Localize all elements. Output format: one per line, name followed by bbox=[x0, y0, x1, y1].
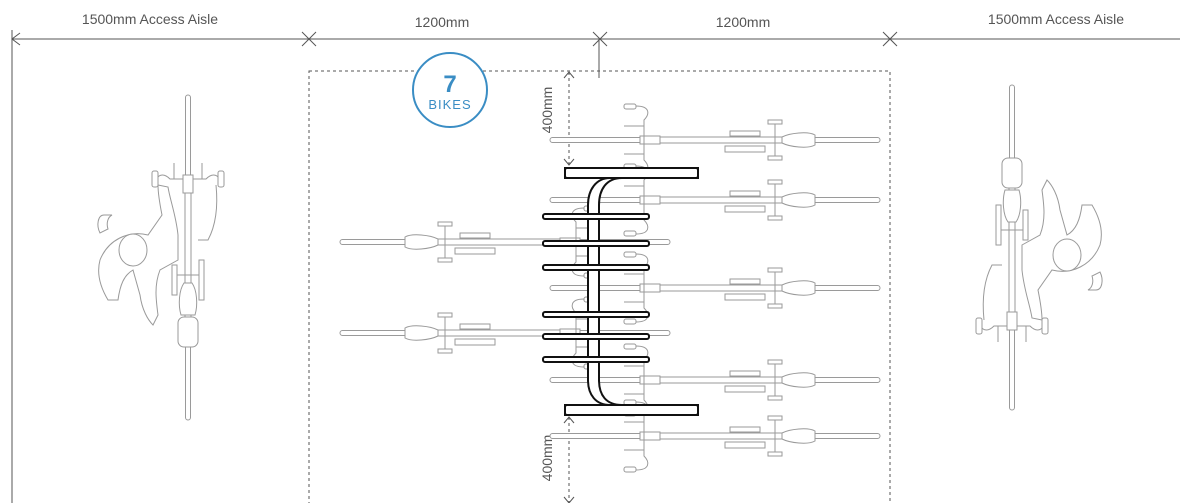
bottom-clearance-label: 400mm bbox=[539, 435, 555, 482]
cyclist-icon bbox=[975, 84, 1103, 411]
top-clearance-label: 400mm bbox=[539, 87, 555, 134]
right-aisle-dimension-label: 1500mm Access Aisle bbox=[988, 11, 1124, 27]
bottom-clearance-dimension bbox=[563, 416, 575, 503]
left-bay-dimension-label: 1200mm bbox=[415, 14, 469, 30]
bike-icon bbox=[549, 103, 881, 177]
capacity-badge: 7 BIKES bbox=[412, 52, 488, 128]
capacity-unit: BIKES bbox=[428, 97, 471, 112]
cyclist-icon bbox=[97, 94, 225, 421]
left-aisle-dimension-label: 1500mm Access Aisle bbox=[82, 11, 218, 27]
right-bay-dimension-label: 1200mm bbox=[716, 14, 770, 30]
top-clearance-dimension bbox=[563, 71, 575, 166]
parking-zone-boundary bbox=[308, 70, 891, 503]
capacity-count: 7 bbox=[443, 71, 456, 98]
bike-rack-icon bbox=[542, 167, 699, 416]
